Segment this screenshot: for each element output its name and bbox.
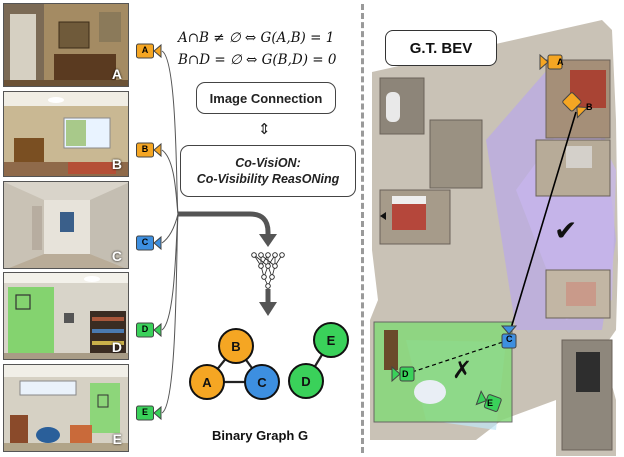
camera-b-letter: B: [141, 144, 149, 154]
camera-a-letter: A: [141, 45, 149, 55]
view-e-illustration: [4, 365, 128, 451]
not-visible-cross-icon: ✗: [452, 356, 473, 384]
bev-camera-b-letter: B: [586, 102, 593, 112]
bev-camera-e-letter: E: [487, 398, 494, 408]
covision-box: Co-VisiON: Co-Visibility ReasONing: [180, 145, 356, 197]
graph-node-a-label: A: [202, 374, 212, 390]
view-a-letter: A: [111, 66, 122, 82]
camera-e-icon: E: [136, 405, 162, 426]
graph-caption: Binary Graph G: [212, 428, 309, 443]
graph-node-a: A: [189, 364, 225, 400]
view-a-image: A: [3, 3, 129, 87]
bev-floorplan: [370, 20, 618, 456]
sightline-c-b: [508, 111, 577, 336]
view-d-letter: D: [111, 339, 122, 355]
camera-a-icon: A: [136, 43, 162, 64]
image-connection-label: Image Connection: [209, 90, 323, 106]
view-b-illustration: [4, 92, 128, 176]
view-d-image: D: [3, 272, 129, 360]
view-a-illustration: [4, 4, 128, 86]
camera-d-letter: D: [141, 324, 149, 334]
view-c-letter: C: [111, 248, 122, 264]
view-e-letter: E: [112, 431, 122, 447]
neural-network-icon: [253, 254, 283, 287]
graph-node-b-label: B: [231, 338, 241, 354]
bev-camera-d-letter: D: [402, 369, 409, 379]
view-d-illustration: [4, 273, 128, 359]
bev-camera-b-icon: [562, 92, 589, 119]
graph-node-e: E: [313, 322, 349, 358]
camera-e-letter: E: [141, 407, 148, 417]
graph-node-e-label: E: [326, 332, 336, 348]
bev-camera-d-icon: [391, 365, 415, 383]
graph-node-c: C: [244, 364, 280, 400]
graph-node-b: B: [218, 328, 254, 364]
view-c-illustration: [4, 182, 128, 268]
covision-title: Co-VisiON:: [235, 156, 301, 170]
arrow-head-to-network: [259, 234, 277, 247]
covision-subtitle: Co-Visibility ReasONing: [196, 172, 340, 186]
bev-camera-e-icon: [475, 390, 502, 412]
view-e-image: E: [3, 364, 129, 452]
image-connection-box: Image Connection: [196, 82, 336, 114]
formula-line-2: B∩D = ∅ ⇔ G(B,D) = 0: [178, 52, 337, 68]
double-arrow-icon: ⇕: [258, 120, 271, 138]
camera-b-icon: B: [136, 142, 162, 163]
visible-check-icon: ✔: [554, 214, 578, 247]
section-divider: [361, 4, 364, 453]
camera-c-icon: C: [136, 235, 162, 256]
view-b-letter: B: [111, 156, 122, 172]
bev-title: G.T. BEV: [385, 30, 497, 66]
camera-c-letter: C: [141, 237, 149, 247]
formula-line-1: A∩B ≠ ∅ ⇔ G(A,B) = 1: [178, 30, 335, 46]
bev-pointer-icon: [380, 212, 386, 220]
bev-camera-c-icon: [500, 325, 518, 349]
graph-node-d-label: D: [301, 373, 311, 389]
graph-node-c-label: C: [257, 374, 267, 390]
view-c-image: C: [3, 181, 129, 269]
graph-node-d: D: [288, 363, 324, 399]
bev-camera-a-icon: [539, 53, 563, 71]
arrow-head-to-graph: [259, 302, 277, 316]
bev-camera-c-letter: C: [506, 334, 513, 344]
bev-camera-a-letter: A: [557, 57, 564, 67]
neural-network-nodes: [251, 252, 285, 289]
view-b-image: B: [3, 91, 129, 177]
camera-d-icon: D: [136, 322, 162, 343]
